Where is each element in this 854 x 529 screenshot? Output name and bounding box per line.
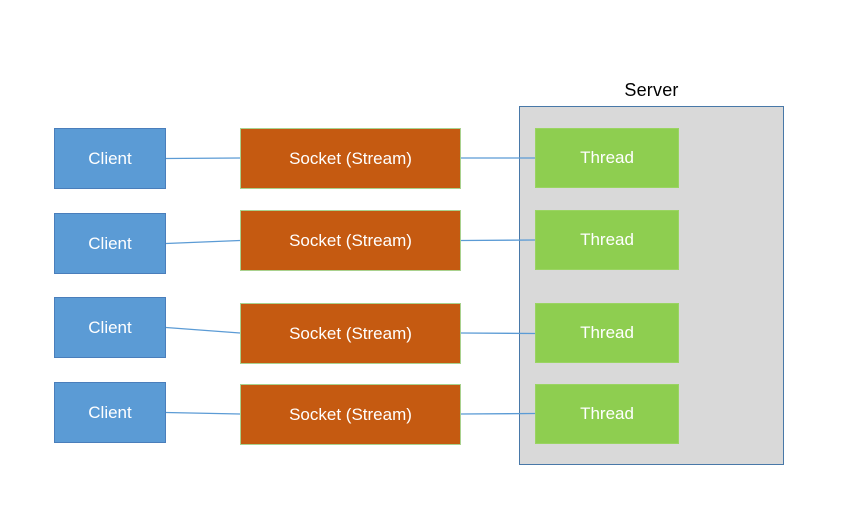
server-label: Server — [624, 79, 679, 100]
socket-node-4: Socket (Stream) — [240, 384, 461, 445]
connector-line-client-socket-3 — [165, 326, 241, 334]
socket-node-label: Socket (Stream) — [289, 230, 412, 250]
connector-line-client-socket-1 — [165, 157, 241, 160]
thread-node-4: Thread — [535, 384, 679, 444]
socket-node-label: Socket (Stream) — [289, 148, 412, 168]
client-node-label: Client — [88, 317, 132, 337]
thread-node-label: Thread — [580, 323, 634, 342]
client-node-label: Client — [88, 233, 132, 253]
client-node-2: Client — [54, 213, 166, 274]
client-node-label: Client — [88, 148, 132, 168]
socket-node-2: Socket (Stream) — [240, 210, 461, 271]
thread-node-label: Thread — [580, 404, 634, 423]
client-node-4: Client — [54, 382, 166, 443]
client-node-label: Client — [88, 402, 132, 422]
socket-node-3: Socket (Stream) — [240, 303, 461, 364]
client-node-3: Client — [54, 297, 166, 358]
thread-node-1: Thread — [535, 128, 679, 188]
socket-node-label: Socket (Stream) — [289, 404, 412, 424]
connector-line-client-socket-2 — [165, 239, 241, 245]
thread-node-label: Thread — [580, 148, 634, 167]
connector-line-client-socket-4 — [165, 411, 241, 415]
thread-node-2: Thread — [535, 210, 679, 270]
client-node-1: Client — [54, 128, 166, 189]
thread-node-label: Thread — [580, 230, 634, 249]
thread-node-3: Thread — [535, 303, 679, 363]
socket-node-1: Socket (Stream) — [240, 128, 461, 189]
socket-node-label: Socket (Stream) — [289, 323, 412, 343]
